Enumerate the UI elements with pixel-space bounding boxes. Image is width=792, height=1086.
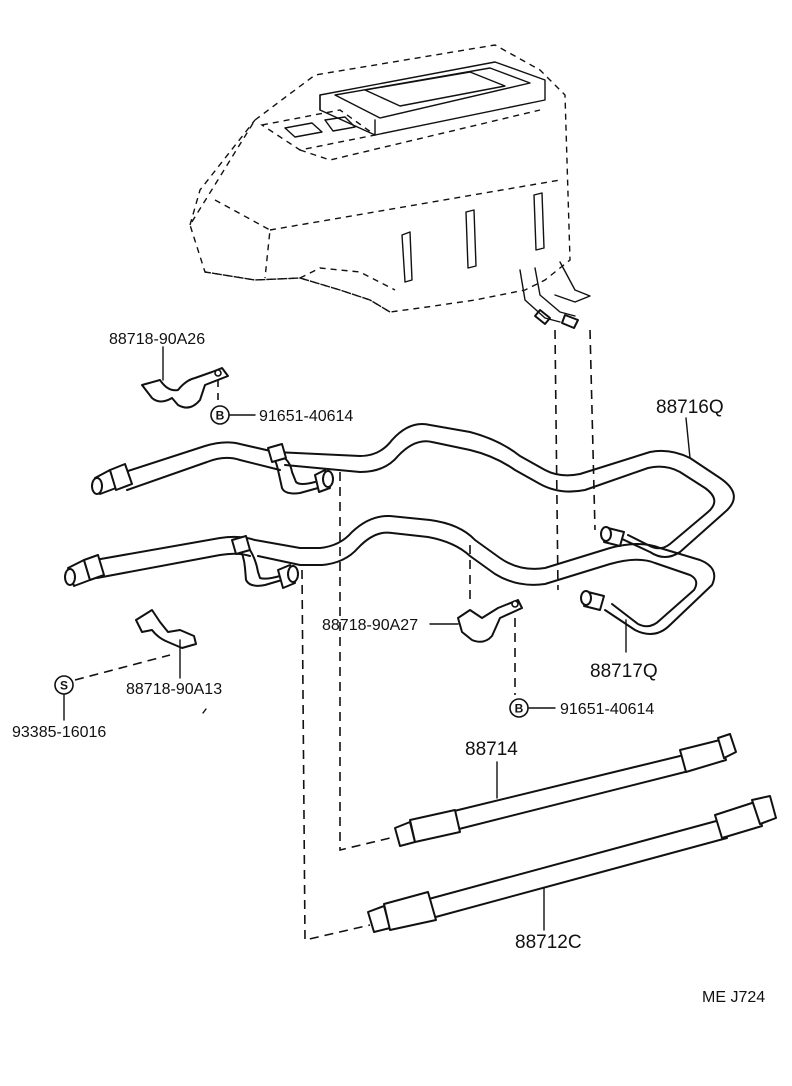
bolt-symbol-upper: B [210,405,230,425]
bolt-symbol-letter: B [515,702,524,716]
label-tube-upper: 88716Q [656,397,724,418]
label-bracket-lower: 88718-90A13 [126,681,222,698]
label-bracket-upper: 88718-90A26 [109,331,205,348]
label-bolt-upper: 91651-40614 [259,408,353,425]
label-leader-lines [63,346,691,931]
bolt-symbol-lower: B [509,698,529,718]
label-tube-lower: 88717Q [590,661,658,682]
lower-brake-tube [64,514,716,635]
clip-symbol-letter: S [60,679,68,693]
bracket-middle-illustration [457,599,523,643]
bolt-symbol-letter: B [216,409,225,423]
sheet-code: ME J724 [702,989,765,1006]
clip-symbol: S [54,675,74,695]
label-bolt-lower: 91651-40614 [560,701,654,718]
upper-brake-tube [91,423,735,558]
dashed-guide-lines [74,329,596,942]
hose-88714-illustration [394,733,737,847]
label-clip: 93385-16016 [12,724,106,741]
hose-88712C-illustration [367,795,777,933]
label-bracket-middle: 88718-90A27 [322,617,418,634]
label-hose-long: 88712C [515,932,582,953]
bracket-upper-illustration [141,367,229,409]
bracket-lower-illustration [135,609,197,649]
label-hose-short: 88714 [465,739,518,760]
stray-mark [202,708,207,714]
console-unit-illustration [189,44,591,329]
